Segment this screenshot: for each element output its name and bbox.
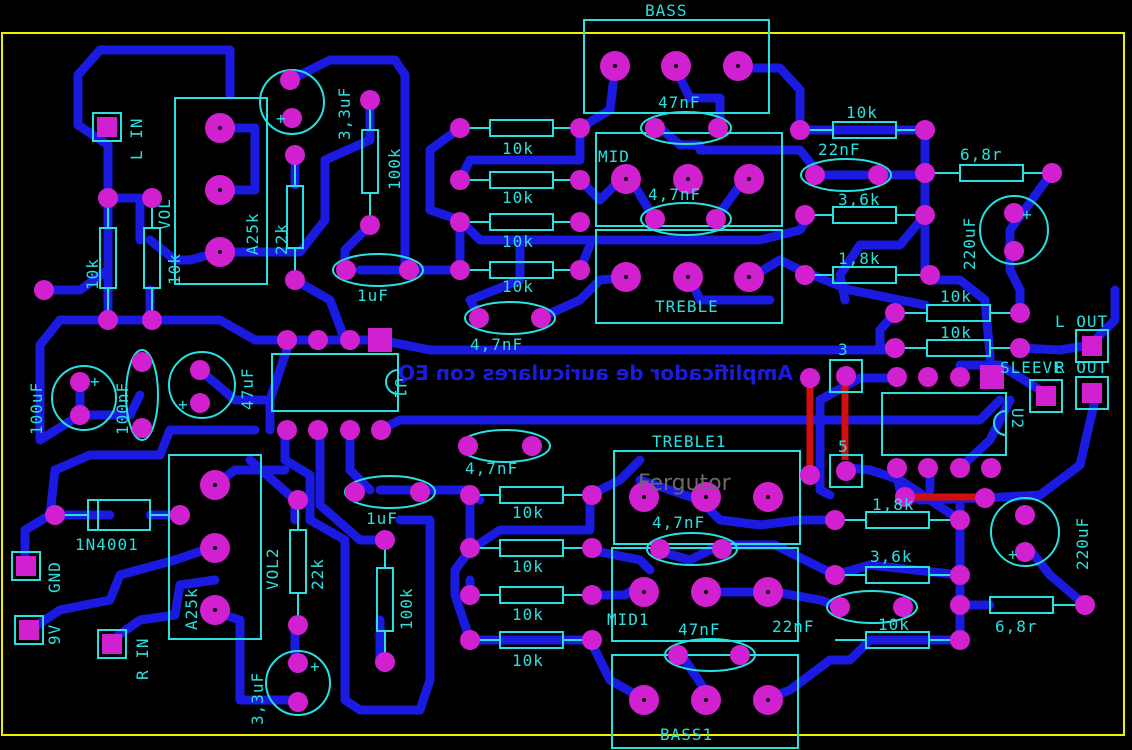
svg-text:47nF: 47nF xyxy=(658,93,701,112)
svg-text:10k: 10k xyxy=(940,287,972,306)
svg-text:3,3uF: 3,3uF xyxy=(335,87,354,140)
svg-text:100k: 100k xyxy=(397,587,416,630)
svg-text:22nF: 22nF xyxy=(772,617,815,636)
bass1-label: BASS1 xyxy=(660,725,713,744)
svg-text:A25k: A25k xyxy=(243,212,262,255)
svg-text:R OUT: R OUT xyxy=(1055,358,1108,377)
svg-text:+: + xyxy=(276,109,287,128)
svg-text:3,6k: 3,6k xyxy=(838,190,881,209)
svg-text:10k: 10k xyxy=(878,615,910,634)
svg-text:6,8r: 6,8r xyxy=(960,145,1003,164)
board-outline xyxy=(1,32,1125,736)
treble-pot-outline xyxy=(595,229,783,324)
mid-label: MID xyxy=(598,147,630,166)
treble1-pot-outline xyxy=(613,450,801,545)
watermark: Fergutor xyxy=(638,471,732,496)
svg-text:+: + xyxy=(1022,205,1033,224)
svg-text:1uF: 1uF xyxy=(366,509,398,528)
svg-text:10k: 10k xyxy=(502,139,534,158)
bass-label: BASS xyxy=(645,1,688,20)
svg-text:10k: 10k xyxy=(83,258,102,290)
svg-text:1,8k: 1,8k xyxy=(838,249,881,268)
svg-text:9V: 9V xyxy=(45,624,64,645)
svg-text:22nF: 22nF xyxy=(818,140,861,159)
svg-text:10k: 10k xyxy=(502,188,534,207)
labels: BASS MID TREBLE TREBLE1 MID1 BASS1 47nF … xyxy=(27,1,1108,744)
svg-text:+: + xyxy=(310,657,321,676)
svg-text:10k: 10k xyxy=(512,557,544,576)
polarity-marks: + + + + + + xyxy=(90,109,1033,676)
svg-text:22k: 22k xyxy=(272,223,291,255)
small-pads xyxy=(34,70,1095,712)
svg-text:10k: 10k xyxy=(165,253,184,285)
svg-text:4,7nF: 4,7nF xyxy=(470,335,523,354)
svg-text:+: + xyxy=(90,372,101,391)
svg-text:L OUT: L OUT xyxy=(1055,312,1108,331)
mid1-pot-outline xyxy=(611,547,799,642)
svg-text:4,7nF: 4,7nF xyxy=(465,459,518,478)
svg-text:10k: 10k xyxy=(502,277,534,296)
square-pads xyxy=(16,117,1102,654)
svg-text:10k: 10k xyxy=(512,503,544,522)
mid-pot-outline xyxy=(595,132,783,227)
svg-text:10k: 10k xyxy=(502,232,534,251)
svg-text:+: + xyxy=(1008,545,1019,564)
svg-text:3,3uF: 3,3uF xyxy=(248,672,267,725)
treble-label: TREBLE xyxy=(655,297,719,316)
svg-text:U1: U1 xyxy=(391,378,410,399)
svg-text:R IN: R IN xyxy=(133,637,152,680)
svg-text:1,8k: 1,8k xyxy=(872,495,915,514)
svg-text:VOL: VOL xyxy=(155,198,174,230)
svg-text:GND: GND xyxy=(45,561,64,593)
svg-text:100uF: 100uF xyxy=(27,382,46,435)
copper-tracks xyxy=(20,45,1120,715)
svg-text:VOL2: VOL2 xyxy=(263,547,282,590)
svg-text:1uF: 1uF xyxy=(357,286,389,305)
board-title: Amplificador de auriculares con EQ xyxy=(398,361,793,385)
svg-text:4,7nF: 4,7nF xyxy=(652,513,705,532)
svg-text:100nF: 100nF xyxy=(113,382,132,435)
svg-text:220uF: 220uF xyxy=(1073,517,1092,570)
svg-text:47nF: 47nF xyxy=(678,620,721,639)
vol2-pot-outline xyxy=(168,454,262,640)
svg-text:6,8r: 6,8r xyxy=(995,617,1038,636)
svg-text:10k: 10k xyxy=(846,103,878,122)
vol-pot-outline xyxy=(174,97,268,285)
pads xyxy=(16,51,1102,715)
svg-text:5: 5 xyxy=(838,437,849,456)
svg-text:47uF: 47uF xyxy=(238,367,257,410)
u2-outline xyxy=(881,392,1007,456)
svg-text:SLEEVE: SLEEVE xyxy=(1000,358,1064,377)
svg-text:100k: 100k xyxy=(385,147,404,190)
svg-text:10k: 10k xyxy=(940,323,972,342)
svg-text:10k: 10k xyxy=(512,651,544,670)
svg-text:10k: 10k xyxy=(512,605,544,624)
svg-text:220uF: 220uF xyxy=(960,217,979,270)
treble1-label: TREBLE1 xyxy=(652,432,726,451)
svg-text:+: + xyxy=(178,395,189,414)
svg-text:3: 3 xyxy=(838,340,849,359)
svg-text:A25k: A25k xyxy=(182,587,201,630)
svg-text:3,6k: 3,6k xyxy=(870,547,913,566)
svg-text:22k: 22k xyxy=(308,558,327,590)
svg-text:4,7nF: 4,7nF xyxy=(648,185,701,204)
svg-text:U2: U2 xyxy=(1008,408,1027,429)
mid1-label: MID1 xyxy=(607,610,650,629)
svg-text:1N4001: 1N4001 xyxy=(75,535,139,554)
drill-holes xyxy=(213,64,770,702)
svg-text:L IN: L IN xyxy=(127,117,146,160)
bass1-pot-outline xyxy=(611,654,799,749)
u1-outline xyxy=(271,353,399,412)
